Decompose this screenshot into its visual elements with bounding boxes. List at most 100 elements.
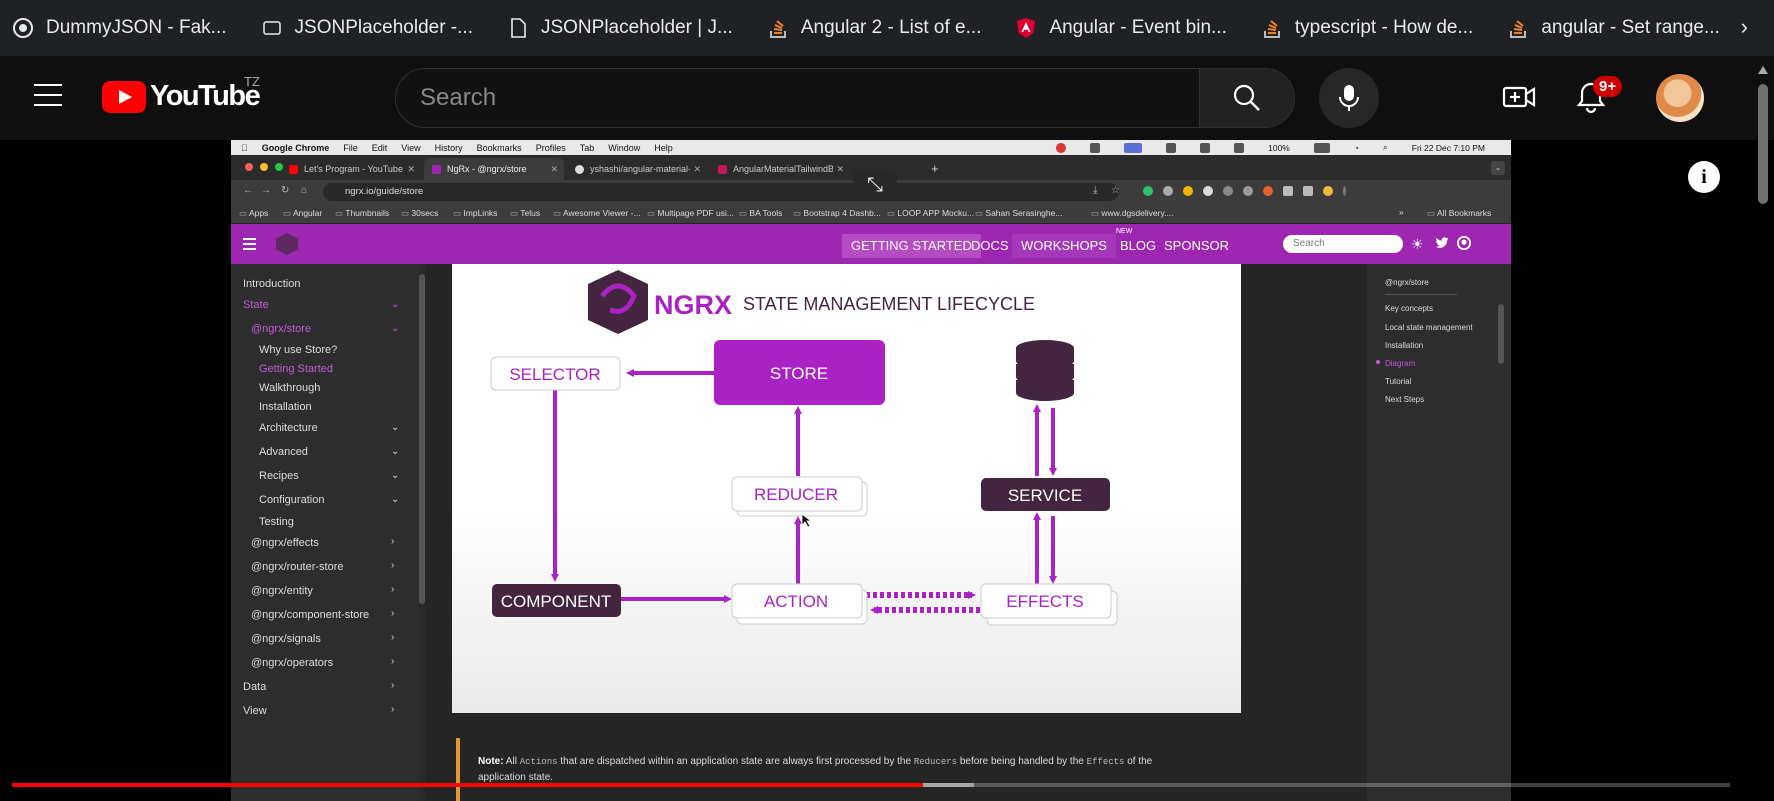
bookmark-loop-app[interactable]: LOOP APP Mocku...	[887, 208, 974, 219]
bookmark-star-icon[interactable]: ☆	[1111, 185, 1120, 196]
bookmark-jsonplaceholder-guide[interactable]: JSONPlaceholder | J...	[507, 17, 733, 39]
close-tab-icon[interactable]: ✕	[550, 163, 558, 174]
apple-icon[interactable]: 	[241, 143, 248, 153]
youtube-logo[interactable]: YouTube	[102, 80, 261, 113]
toc-tutorial[interactable]: Tutorial	[1385, 377, 1412, 386]
bookmark-angular-list[interactable]: Angular 2 - List of e...	[767, 17, 981, 39]
info-icon[interactable]: i	[1688, 161, 1720, 193]
chevron-right-icon[interactable]: ›	[391, 584, 395, 595]
voice-search-button[interactable]	[1319, 68, 1379, 128]
toc-diagram[interactable]: Diagram	[1385, 359, 1416, 368]
bookmark-apps[interactable]: Apps	[239, 208, 268, 219]
forward-arrow-icon[interactable]: →	[261, 185, 271, 196]
sidebar-toggle-icon[interactable]	[1303, 186, 1313, 196]
nav-sponsor[interactable]: SPONSOR	[1164, 238, 1230, 253]
chevron-down-icon[interactable]: ⌄	[391, 422, 400, 433]
chevron-right-icon[interactable]: ›	[391, 656, 395, 667]
sidebar-item-walkthrough[interactable]: Walkthrough	[259, 382, 321, 394]
sidebar-item-state[interactable]: State	[243, 299, 269, 311]
sidebar-item-configuration[interactable]: Configuration	[259, 494, 325, 506]
scroll-up-icon[interactable]	[1758, 66, 1768, 74]
menu-profiles[interactable]: Profiles	[528, 142, 566, 153]
tab-github[interactable]: yshashi/angular-material-tail...✕	[567, 158, 707, 180]
tab-search-dropdown[interactable]: ⌄	[1491, 161, 1505, 175]
bookmarks-overflow-icon[interactable]: »	[1399, 207, 1404, 217]
chevron-right-icon[interactable]: ›	[391, 632, 395, 643]
keyboard-icon[interactable]	[1124, 142, 1143, 153]
toc-key-concepts[interactable]: Key concepts	[1385, 304, 1434, 313]
chevron-right-icon[interactable]: ›	[391, 560, 395, 571]
menu-window[interactable]: Window	[601, 142, 640, 153]
bookmark-angular-event[interactable]: Angular - Event bin...	[1015, 17, 1227, 39]
chevron-down-icon[interactable]: ⌄	[391, 494, 400, 505]
extension-icon[interactable]	[1163, 186, 1173, 196]
bookmark-sahan[interactable]: Sahan Serasinghe...	[975, 208, 1062, 219]
minimize-window-icon[interactable]	[260, 163, 268, 171]
extension-icon[interactable]	[1263, 186, 1273, 196]
maximize-window-icon[interactable]	[275, 163, 283, 171]
nav-getting-started[interactable]: GETTING STARTED	[842, 234, 981, 258]
profile-avatar-icon[interactable]	[1323, 186, 1333, 196]
bookmark-angular-range[interactable]: angular - Set range...	[1507, 17, 1720, 39]
ngrx-search-input[interactable]: Search	[1283, 235, 1403, 253]
tab-angular-material[interactable]: AngularMaterialTailwindBoiler...✕	[710, 158, 850, 180]
extension-icon[interactable]	[1183, 186, 1193, 196]
tab-youtube[interactable]: Let's Program - YouTube✕	[281, 158, 421, 180]
page-scrollbar[interactable]	[1498, 304, 1504, 364]
bookmark-telus[interactable]: Telus	[510, 208, 540, 219]
nav-blog[interactable]: BLOG	[1120, 238, 1157, 253]
back-arrow-icon[interactable]: ←	[243, 185, 253, 196]
record-icon[interactable]	[1056, 142, 1067, 153]
search-button[interactable]	[1199, 69, 1294, 127]
sidebar-item-advanced[interactable]: Advanced	[259, 446, 308, 458]
sidebar-item-entity[interactable]: @ngrx/entity	[251, 585, 313, 597]
close-tab-icon[interactable]: ✕	[836, 163, 844, 174]
chevron-down-icon[interactable]: ⌄	[391, 299, 400, 310]
bookmark-30secs[interactable]: 30secs	[401, 208, 438, 219]
status-icon[interactable]	[1234, 142, 1245, 153]
bookmark-bootstrap[interactable]: Bootstrap 4 Dashb...	[793, 208, 881, 219]
nav-workshops[interactable]: WORKSHOPS	[1012, 234, 1116, 258]
bookmark-all[interactable]: All Bookmarks	[1427, 208, 1491, 219]
chevron-down-icon[interactable]: ⌄	[391, 323, 400, 334]
extension-icon[interactable]	[1203, 186, 1213, 196]
toc-local-state[interactable]: Local state management	[1385, 323, 1473, 332]
sidebar-item-effects[interactable]: @ngrx/effects	[251, 537, 319, 549]
twitter-icon[interactable]	[1435, 236, 1449, 252]
menu-app-name[interactable]: Google Chrome	[255, 142, 330, 153]
sidebar-item-data[interactable]: Data	[243, 681, 267, 693]
search-icon[interactable]: ⌕	[1383, 142, 1388, 152]
bookmark-awesome-viewer[interactable]: Awesome Viewer -...	[553, 208, 641, 219]
more-menu-icon[interactable]	[1343, 186, 1346, 196]
sidebar-item-introduction[interactable]: Introduction	[243, 278, 301, 290]
hamburger-menu-icon[interactable]	[243, 238, 256, 253]
sidebar-item-view[interactable]: View	[243, 705, 267, 717]
close-tab-icon[interactable]: ✕	[693, 163, 701, 174]
extension-icon[interactable]	[1223, 186, 1233, 196]
sidebar-item-architecture[interactable]: Architecture	[259, 422, 318, 434]
search-input[interactable]	[396, 69, 1199, 127]
chevron-down-icon[interactable]: ⌄	[391, 446, 400, 457]
url-input[interactable]: ngrx.io/guide/store	[323, 183, 1119, 201]
toc-title[interactable]: @ngrx/store	[1385, 278, 1429, 287]
bookmark-thumbnails[interactable]: Thumbnails	[335, 208, 389, 219]
battery-icon[interactable]	[1313, 142, 1330, 153]
sidebar-item-operators[interactable]: @ngrx/operators	[251, 657, 334, 669]
bookmark-typescript[interactable]: typescript - How de...	[1261, 17, 1473, 39]
sidebar-item-router-store[interactable]: @ngrx/router-store	[251, 561, 344, 573]
menu-history[interactable]: History	[427, 142, 463, 153]
bookmark-angular[interactable]: Angular	[283, 208, 322, 219]
chevron-right-icon[interactable]: ›	[391, 680, 395, 691]
extension-icon[interactable]	[1143, 186, 1153, 196]
page-scrollbar[interactable]	[1756, 62, 1770, 801]
wifi-icon[interactable]: ◔	[1353, 142, 1359, 153]
close-window-icon[interactable]	[245, 163, 253, 171]
puzzle-icon[interactable]	[1283, 186, 1293, 196]
sidebar-item-why-store[interactable]: Why use Store?	[259, 344, 338, 356]
menu-help[interactable]: Help	[647, 142, 673, 153]
menu-view[interactable]: View	[394, 142, 420, 153]
github-icon[interactable]	[1457, 236, 1471, 253]
tab-ngrx-store[interactable]: NgRx - @ngrx/store✕	[424, 158, 564, 180]
bookmark-implinks[interactable]: ImpLinks	[453, 208, 497, 219]
sidebar-scrollbar[interactable]	[419, 264, 425, 801]
